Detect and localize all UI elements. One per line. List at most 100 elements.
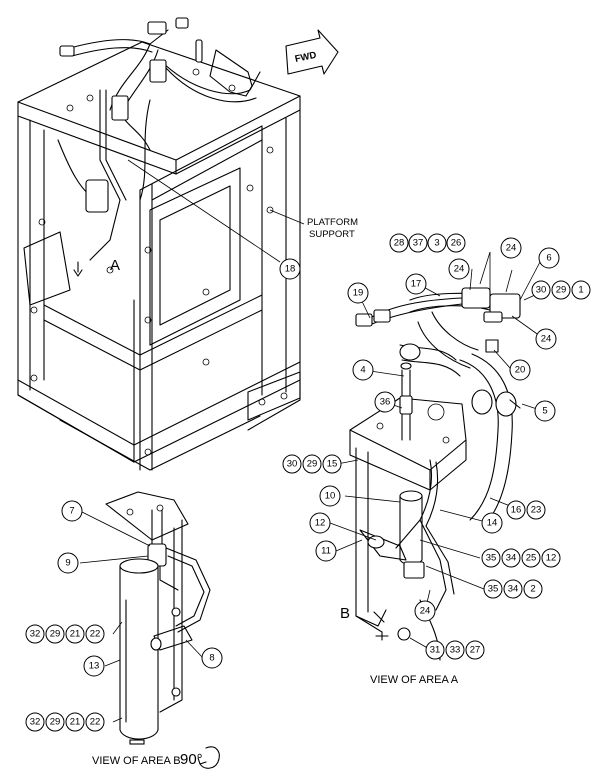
fwd-label: FWD [294, 50, 318, 65]
platform-support-label-2: SUPPORT [309, 229, 355, 240]
area-b-detail [105, 491, 211, 745]
svg-text:27: 27 [470, 645, 481, 656]
callout: 32 [25, 624, 45, 644]
callout: 12 [541, 548, 561, 568]
callout: 20 [509, 359, 531, 381]
callout: 31 [425, 640, 445, 660]
area-b-marker: B [340, 605, 350, 622]
callout: 26 [446, 233, 466, 253]
svg-text:29: 29 [50, 629, 61, 640]
svg-text:12: 12 [315, 518, 326, 529]
callout: 30 [282, 454, 302, 474]
callout: 8 [201, 647, 223, 669]
callout: 23 [526, 500, 546, 520]
svg-text:24: 24 [420, 606, 431, 617]
callout: 15 [322, 454, 342, 474]
callout: 11 [315, 540, 337, 562]
callout: 24 [535, 328, 557, 350]
leader-lines [79, 251, 547, 723]
callout: 24 [500, 237, 522, 259]
callout: 28 [389, 233, 409, 253]
callout: 19 [347, 282, 369, 304]
callout: 3 [427, 233, 447, 253]
svg-text:33: 33 [450, 645, 461, 656]
callout: 29 [302, 454, 322, 474]
callout: 9 [57, 552, 79, 574]
callout: 13 [83, 655, 105, 677]
callout: 22 [85, 712, 105, 732]
callout: 4 [352, 359, 374, 381]
callout: 25 [521, 548, 541, 568]
svg-text:29: 29 [307, 459, 318, 470]
callout: 34 [501, 548, 521, 568]
view-area-a-caption: VIEW OF AREA A [370, 674, 459, 686]
area-a-detail [349, 287, 521, 661]
svg-text:30: 30 [287, 459, 298, 470]
svg-text:7: 7 [69, 506, 74, 517]
callout: 24 [448, 258, 470, 280]
svg-text:15: 15 [327, 459, 338, 470]
callout: 10 [319, 485, 341, 507]
area-a-marker: A [110, 257, 120, 274]
svg-text:31: 31 [430, 645, 441, 656]
rotation-label: 90° [180, 751, 203, 768]
svg-text:34: 34 [506, 553, 517, 564]
svg-text:19: 19 [353, 288, 364, 299]
svg-text:21: 21 [70, 717, 81, 728]
callout: 32 [25, 712, 45, 732]
callout: 17 [405, 273, 427, 295]
svg-text:32: 32 [30, 717, 41, 728]
svg-text:11: 11 [321, 546, 331, 557]
callout: 29 [551, 280, 571, 300]
callout: 30 [531, 280, 551, 300]
svg-text:22: 22 [90, 717, 101, 728]
callout: 24 [414, 600, 436, 622]
svg-text:24: 24 [541, 334, 552, 345]
svg-text:37: 37 [413, 238, 424, 249]
svg-text:25: 25 [526, 553, 537, 564]
callout: 22 [85, 624, 105, 644]
svg-text:30: 30 [536, 285, 547, 296]
callout: 27 [465, 640, 485, 660]
callout: 16 [506, 500, 526, 520]
svg-text:12: 12 [546, 553, 557, 564]
callout: 6 [538, 247, 560, 269]
svg-text:24: 24 [506, 243, 517, 254]
svg-text:28: 28 [394, 238, 405, 249]
svg-text:35: 35 [488, 584, 499, 595]
svg-text:20: 20 [515, 365, 526, 376]
svg-text:22: 22 [90, 629, 101, 640]
callout: 35 [481, 548, 501, 568]
svg-text:14: 14 [487, 518, 498, 529]
svg-text:34: 34 [508, 584, 519, 595]
rotate-arrow-icon [197, 746, 220, 769]
callout: 7 [61, 500, 83, 522]
svg-text:26: 26 [451, 238, 462, 249]
platform-support-frame [17, 17, 301, 471]
callout: 21 [65, 624, 85, 644]
callout: 18 [279, 258, 301, 280]
platform-support-label: PLATFORM [307, 217, 358, 228]
callout: 35 [483, 579, 503, 599]
svg-text:29: 29 [556, 285, 567, 296]
svg-text:1: 1 [578, 285, 583, 296]
callout: 33 [445, 640, 465, 660]
callout: 36 [374, 391, 396, 413]
svg-text:2: 2 [530, 584, 535, 595]
callout: 14 [481, 512, 503, 534]
svg-text:8: 8 [209, 653, 214, 664]
callout: 29 [45, 624, 65, 644]
callouts: 18 28 37 3 26 24 24 6 30 29 1 19 17 24 2… [25, 233, 591, 732]
callout: 12 [309, 512, 331, 534]
callout: 37 [408, 233, 428, 253]
svg-text:3: 3 [434, 238, 439, 249]
svg-text:13: 13 [89, 661, 100, 672]
svg-text:4: 4 [360, 365, 365, 376]
svg-text:36: 36 [380, 397, 391, 408]
svg-text:21: 21 [70, 629, 81, 640]
svg-text:24: 24 [454, 264, 465, 275]
fwd-arrow-icon: FWD [285, 29, 339, 75]
callout: 2 [523, 579, 543, 599]
svg-text:5: 5 [542, 406, 547, 417]
